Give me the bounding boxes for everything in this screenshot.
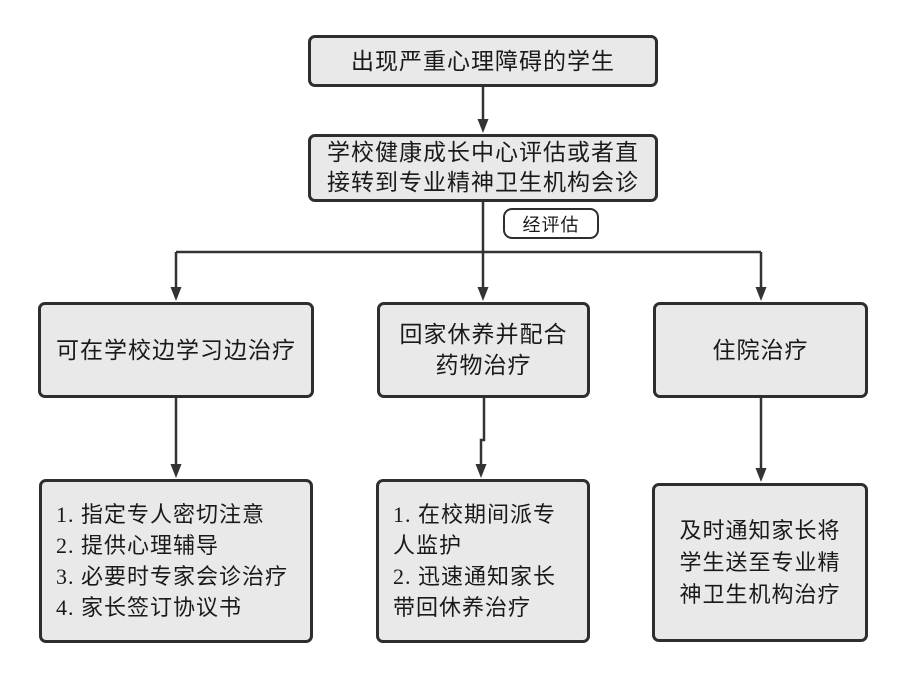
flow-node-detail-hospital-measures: 及时通知家长将 学生送至专业精 神卫生机构治疗 <box>652 483 868 642</box>
arrowhead <box>755 468 767 482</box>
edge-label-after-assessment: 经评估 <box>503 208 599 239</box>
arrowhead <box>755 287 767 301</box>
flow-node-assessment-or-referral: 学校健康成长中心评估或者直 接转到专业精神卫生机构会诊 <box>308 134 658 202</box>
arrowhead <box>477 119 489 133</box>
arrowhead <box>475 464 487 478</box>
arrowhead <box>170 464 182 478</box>
arrowhead <box>170 287 182 301</box>
flow-node-option-study-while-treating: 可在学校边学习边治疗 <box>38 302 314 398</box>
edge-center-detail <box>479 398 486 466</box>
arrowhead <box>477 287 489 301</box>
flow-node-option-hospitalization: 住院治疗 <box>653 302 868 398</box>
flow-node-detail-school-measures: 1. 指定专人密切注意 2. 提供心理辅导 3. 必要时专家会诊治疗 4. 家长… <box>39 479 313 643</box>
flow-node-severe-disorder-student: 出现严重心理障碍的学生 <box>308 35 658 87</box>
flow-node-option-home-rest-medication: 回家休养并配合 药物治疗 <box>377 302 590 398</box>
flow-node-detail-home-measures: 1. 在校期间派专 人监护 2. 迅速通知家长 带回休养治疗 <box>376 479 590 643</box>
